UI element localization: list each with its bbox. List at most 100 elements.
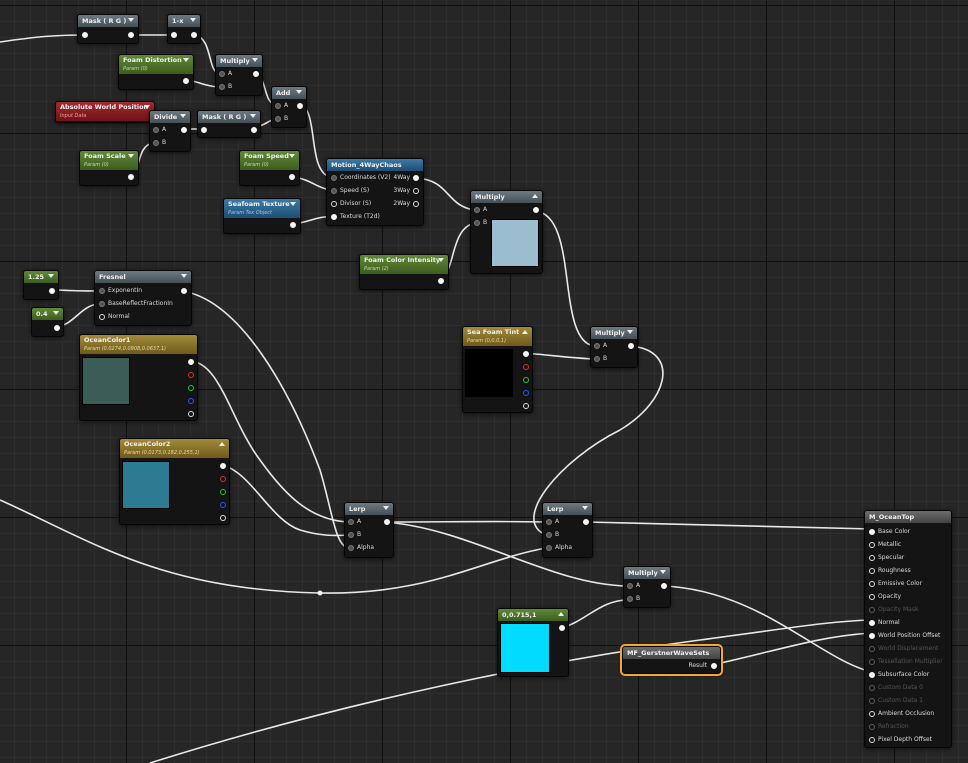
input-pin-texture[interactable] (331, 214, 337, 220)
material-input-pin[interactable] (869, 672, 875, 678)
input-pin[interactable] (201, 127, 207, 133)
node-divide[interactable]: Divide A B (149, 110, 191, 152)
input-pin-a[interactable] (219, 71, 225, 77)
input-pin[interactable] (82, 32, 88, 38)
output-pin-b[interactable] (220, 502, 226, 508)
node-fresnel[interactable]: Fresnel ExponentIn BaseReflectFractionIn… (94, 270, 192, 326)
collapse-arrow-icon[interactable] (582, 506, 588, 510)
input-pin-normal[interactable] (99, 314, 105, 320)
output-pin-4way[interactable] (413, 175, 419, 181)
output-pin[interactable] (128, 174, 134, 180)
node-multiply-1[interactable]: Multiply A B (215, 54, 263, 96)
node-multiply-2[interactable]: Multiply A B (470, 190, 543, 274)
input-pin-speed[interactable] (331, 188, 337, 194)
output-pin[interactable] (289, 174, 295, 180)
node-motion-4waychaos[interactable]: Motion_4WayChaos Coordinates (V2) Speed … (326, 158, 424, 226)
input-pin-base-reflect[interactable] (99, 301, 105, 307)
collapse-arrow-icon[interactable] (181, 274, 187, 278)
node-add[interactable]: Add A B (271, 86, 307, 128)
output-pin-g[interactable] (220, 489, 226, 495)
collapse-arrow-icon[interactable] (144, 105, 150, 109)
collapse-arrow-icon[interactable] (522, 330, 528, 334)
collapse-arrow-icon[interactable] (219, 442, 225, 446)
material-input-pin[interactable] (869, 594, 875, 600)
output-pin[interactable] (128, 32, 134, 38)
output-pin[interactable] (297, 103, 303, 109)
output-pin[interactable] (583, 519, 589, 525)
output-pin-r[interactable] (220, 476, 226, 482)
collapse-arrow-icon[interactable] (438, 258, 444, 262)
input-pin-divisor[interactable] (331, 201, 337, 207)
output-pin[interactable] (181, 127, 187, 133)
node-mf-gerstner-wave-sets[interactable]: MF_GerstnerWaveSets Result (620, 644, 723, 676)
node-constant-vector[interactable]: 0,0.715,1 (497, 608, 569, 677)
material-input-pin[interactable] (869, 698, 875, 704)
material-input-pin[interactable] (869, 711, 875, 717)
output-pin-r[interactable] (523, 364, 529, 370)
node-lerp-1[interactable]: Lerp A B Alpha (344, 502, 394, 558)
output-pin-b[interactable] (523, 390, 529, 396)
collapse-arrow-icon[interactable] (190, 18, 196, 22)
output-pin-2way[interactable] (413, 201, 419, 207)
collapse-arrow-icon[interactable] (183, 58, 189, 62)
material-input-pin[interactable] (869, 555, 875, 561)
output-pin[interactable] (384, 519, 390, 525)
output-pin[interactable] (628, 343, 634, 349)
output-pin[interactable] (54, 325, 60, 331)
material-input-pin[interactable] (869, 607, 875, 613)
input-pin-a[interactable] (275, 103, 281, 109)
input-pin-b[interactable] (474, 220, 480, 226)
collapse-arrow-icon[interactable] (296, 90, 302, 94)
collapse-arrow-icon[interactable] (180, 114, 186, 118)
input-pin-b[interactable] (348, 532, 354, 538)
material-input-pin[interactable] (869, 542, 875, 548)
node-constant-1-25[interactable]: 1.25 (23, 270, 59, 300)
collapse-arrow-icon[interactable] (383, 506, 389, 510)
output-pin-r[interactable] (188, 372, 194, 378)
output-pin[interactable] (533, 207, 539, 213)
input-pin-alpha[interactable] (348, 545, 354, 551)
output-pin-rgb[interactable] (220, 463, 226, 469)
material-input-pin[interactable] (869, 581, 875, 587)
output-pin[interactable] (290, 222, 296, 228)
input-pin-b[interactable] (594, 356, 600, 362)
output-pin[interactable] (191, 32, 197, 38)
collapse-arrow-icon[interactable] (627, 330, 633, 334)
collapse-arrow-icon[interactable] (53, 311, 59, 315)
material-input-pin[interactable] (869, 646, 875, 652)
collapse-arrow-icon[interactable] (532, 194, 538, 198)
node-constant-0-4[interactable]: 0.4 (31, 307, 64, 337)
node-one-minus[interactable]: 1-x (167, 14, 201, 44)
input-pin-a[interactable] (474, 207, 480, 213)
collapse-arrow-icon[interactable] (660, 570, 666, 574)
input-pin-a[interactable] (546, 519, 552, 525)
output-pin[interactable] (49, 288, 55, 294)
input-pin-coordinates[interactable] (331, 175, 337, 181)
output-pin-3way[interactable] (413, 188, 419, 194)
material-input-pin[interactable] (869, 568, 875, 574)
collapse-arrow-icon[interactable] (250, 114, 256, 118)
output-pin-b[interactable] (188, 398, 194, 404)
output-pin-result[interactable] (711, 663, 717, 669)
input-pin-a[interactable] (348, 519, 354, 525)
collapse-arrow-icon[interactable] (252, 58, 258, 62)
node-mask-rg-1[interactable]: Mask ( R G ) (77, 14, 139, 44)
node-multiply-4[interactable]: Multiply A B (623, 566, 671, 608)
node-mask-rg-2[interactable]: Mask ( R G ) (197, 110, 261, 138)
output-pin-a[interactable] (220, 515, 226, 521)
input-pin[interactable] (171, 32, 177, 38)
input-pin-b[interactable] (219, 84, 225, 90)
collapse-arrow-icon[interactable] (48, 274, 54, 278)
input-pin-a[interactable] (594, 343, 600, 349)
input-pin-a[interactable] (627, 583, 633, 589)
input-pin-b[interactable] (153, 140, 159, 146)
